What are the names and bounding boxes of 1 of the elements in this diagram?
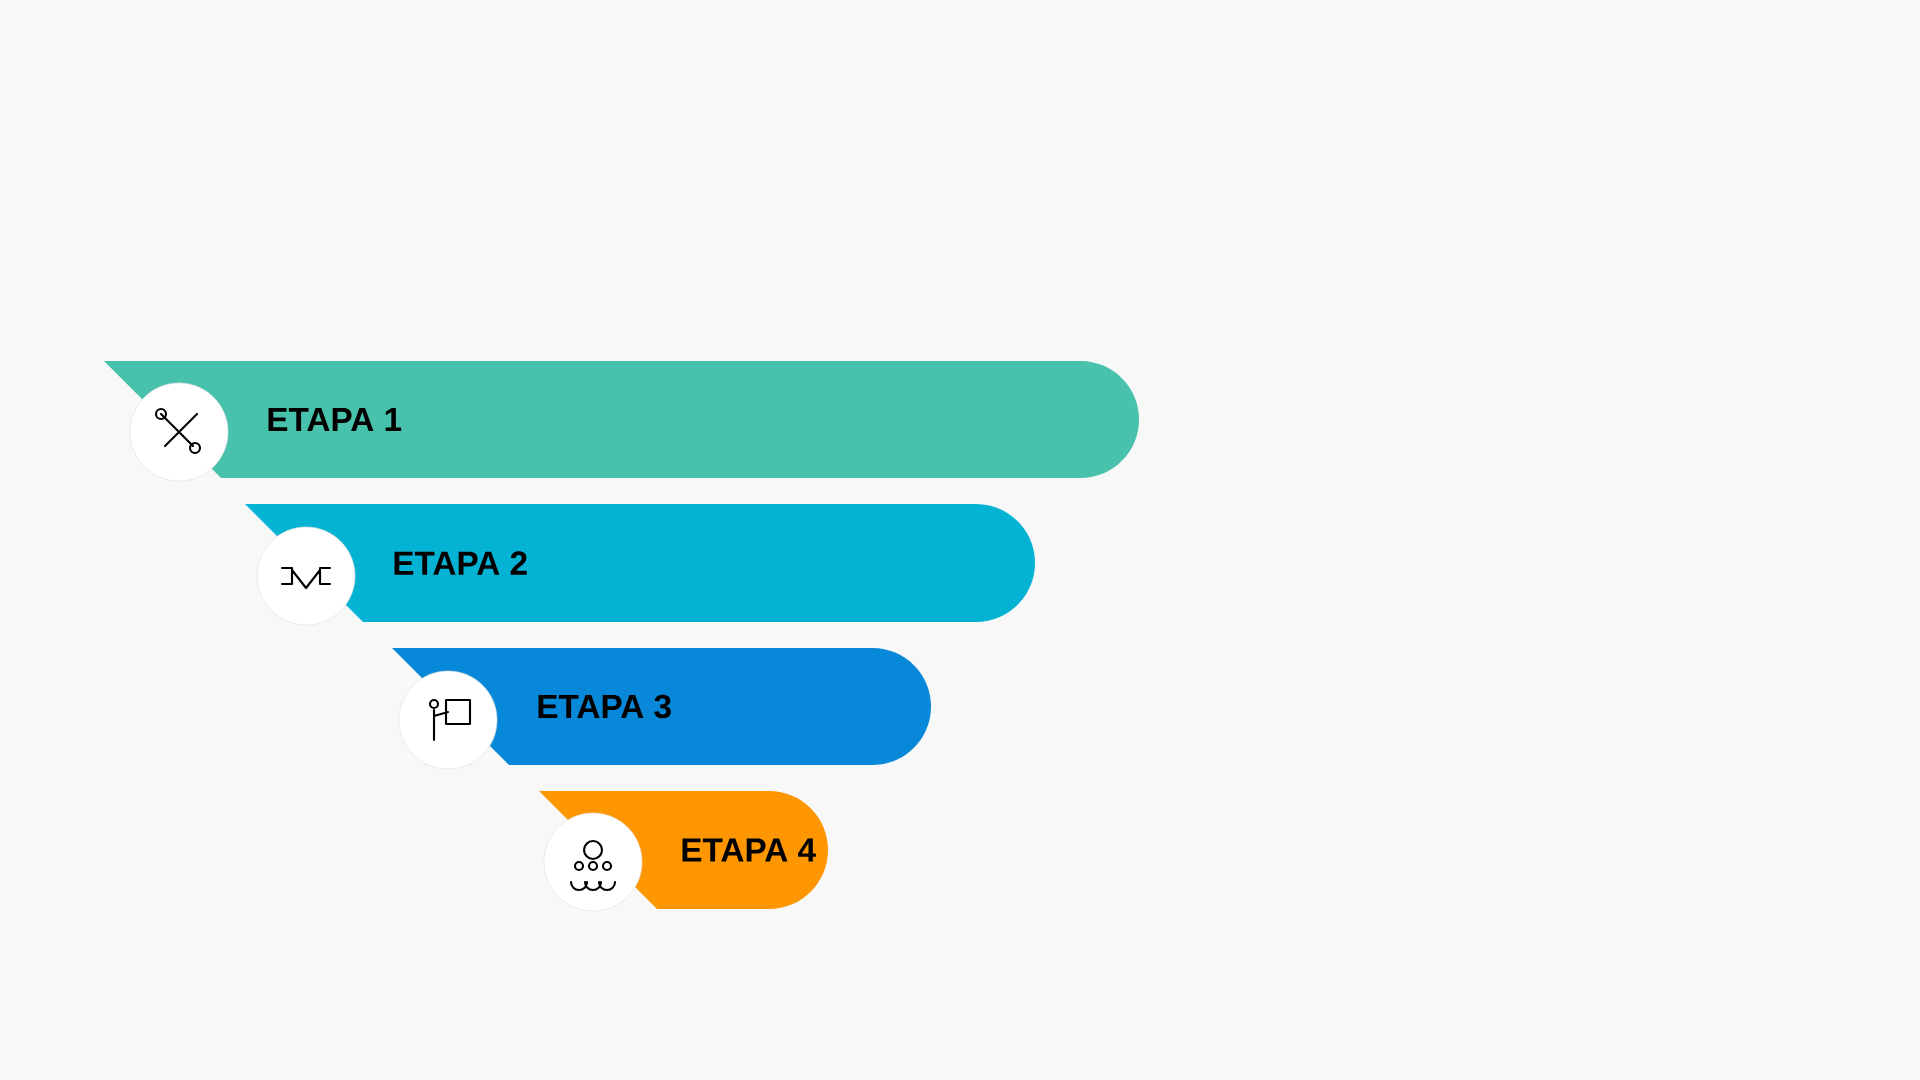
stage-band: ETAPA 3 [392,648,931,765]
